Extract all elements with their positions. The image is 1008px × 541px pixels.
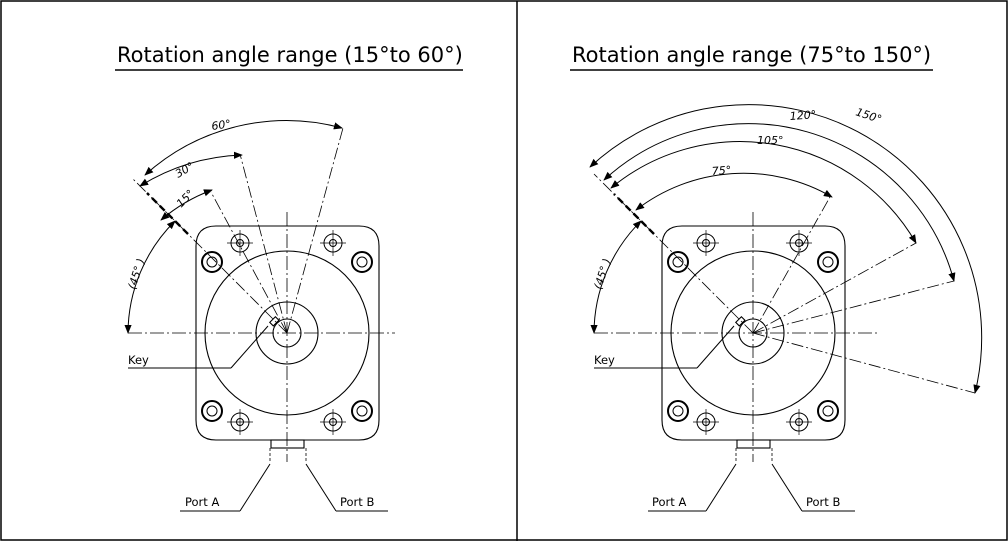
angle-label-75-right: 75° [711, 164, 731, 178]
port-a-label-left: Port A [185, 495, 219, 509]
panel-left-title: Rotation angle range (15°to 60°) [117, 43, 463, 67]
mount-hole [693, 409, 719, 435]
mount-hole [227, 409, 253, 435]
corner-hole [201, 251, 223, 273]
mount-hole [786, 230, 812, 256]
rotation-lines-left [210, 127, 344, 334]
port-a-label-right: Port A [652, 495, 686, 509]
mount-hole [227, 230, 253, 256]
angle-arcs-right [589, 104, 983, 394]
key-label-right: Key [594, 353, 615, 367]
mount-hole [693, 230, 719, 256]
panel-right: Rotation angle range (75°to 150°) [570, 43, 983, 512]
port-b-label-left: Port B [340, 495, 374, 509]
corner-hole [667, 400, 689, 422]
port-leaders-left [180, 448, 388, 512]
angle-arcs-left [124, 120, 343, 334]
mount-hole [320, 230, 346, 256]
key-leader-left [128, 325, 269, 369]
center-lines-right [594, 212, 880, 462]
corner-hole [817, 251, 839, 273]
reference-angle-label-right: (45° ) [591, 257, 613, 291]
center-lines-left [128, 212, 395, 462]
reference-angle-label-left: (45° ) [125, 257, 147, 291]
panel-right-title: Rotation angle range (75°to 150°) [572, 43, 931, 67]
port-leaders-right [648, 448, 855, 512]
corner-hole [201, 400, 223, 422]
angle-label-105-right: 105° [757, 134, 784, 147]
port-b-label-right: Port B [806, 495, 840, 509]
mount-hole [320, 409, 346, 435]
corner-hole [351, 400, 373, 422]
key-leader-right [594, 325, 735, 369]
corner-hole [351, 251, 373, 273]
panel-left: Rotation angle range (15°to 60°) [115, 43, 463, 512]
corner-hole [817, 400, 839, 422]
key-label-left: Key [128, 353, 149, 367]
angle-label-150-right: 150° [854, 105, 883, 126]
reference-line-left [132, 178, 288, 334]
angle-label-15-left: 15° [174, 187, 197, 210]
angle-label-60-left: 60° [211, 117, 232, 133]
corner-hole [667, 251, 689, 273]
mount-hole [786, 409, 812, 435]
angle-label-120-right: 120° [789, 108, 816, 123]
